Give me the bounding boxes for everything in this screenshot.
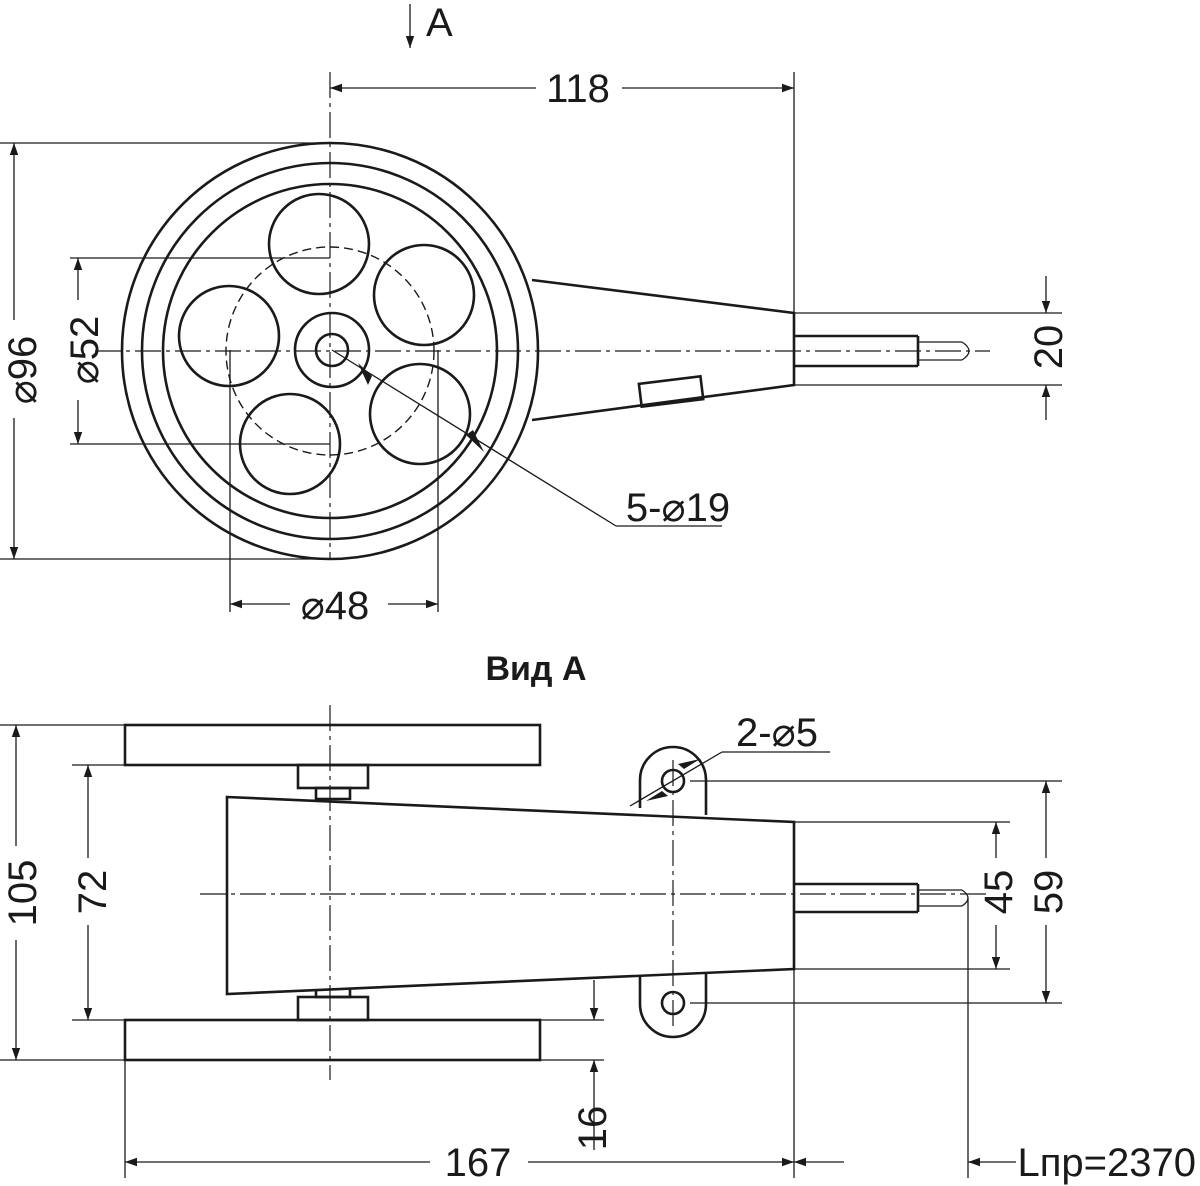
- dim-45: 45: [794, 821, 1021, 970]
- svg-text:⌀52: ⌀52: [63, 316, 107, 385]
- dim-cable-length: Lпр=2370: [794, 898, 1196, 1185]
- dim-16: 16: [540, 980, 615, 1150]
- svg-text:45: 45: [977, 870, 1021, 915]
- view-marker-label: A: [426, 1, 453, 45]
- svg-text:118: 118: [546, 67, 610, 111]
- hub-bore: [314, 332, 350, 368]
- dim-72: 72: [71, 764, 125, 1021]
- svg-text:Lпр=2370: Lпр=2370: [1018, 1141, 1197, 1185]
- view-marker-a: A: [405, 1, 453, 48]
- hub-top: [296, 763, 370, 790]
- wheel-hole-2: [372, 243, 476, 347]
- dim-118: 118: [330, 67, 795, 313]
- dim-dia-52: ⌀52: [63, 257, 330, 445]
- svg-text:105: 105: [1, 860, 45, 927]
- shaft-side: [794, 882, 969, 914]
- svg-text:2-⌀5: 2-⌀5: [736, 711, 818, 755]
- svg-text:59: 59: [1027, 870, 1071, 915]
- dim-mount-holes: 2-⌀5: [629, 711, 830, 807]
- svg-text:167: 167: [445, 1141, 512, 1185]
- wheel-hole-4: [368, 362, 472, 466]
- svg-text:72: 72: [71, 870, 115, 915]
- dim-shaft-20: 20: [794, 276, 1071, 420]
- wheel-rim-top: [123, 723, 542, 767]
- shaft: [794, 334, 970, 368]
- dim-holes-leader: 5-⌀19: [331, 349, 730, 530]
- hub-bottom: [296, 995, 370, 1022]
- view-a-title: Вид А: [485, 650, 586, 688]
- wheel-hole-1: [267, 192, 371, 296]
- dim-105: 105: [0, 724, 125, 1061]
- svg-text:⌀48: ⌀48: [301, 584, 370, 628]
- svg-text:⌀96: ⌀96: [1, 336, 45, 405]
- wheel-rim-bottom: [123, 1018, 542, 1062]
- side-view: 2-⌀5 105 72 45: [0, 705, 1196, 1185]
- wheel-hole-3: [177, 284, 281, 388]
- sensor-body: [225, 795, 796, 996]
- svg-text:5-⌀19: 5-⌀19: [626, 486, 730, 530]
- dim-dia-48: ⌀48: [229, 350, 439, 628]
- dim-dia-96: ⌀96: [0, 142, 330, 560]
- dim-59: 59: [690, 780, 1071, 1004]
- hub-outer: [293, 311, 371, 389]
- top-view: 118 ⌀96 ⌀52 ⌀48: [0, 67, 1071, 628]
- tapered-arm: [531, 278, 796, 422]
- svg-text:20: 20: [1027, 325, 1071, 370]
- arm-label-plate: [637, 374, 705, 409]
- dim-167: 167: [124, 969, 795, 1185]
- svg-text:16: 16: [571, 1106, 615, 1151]
